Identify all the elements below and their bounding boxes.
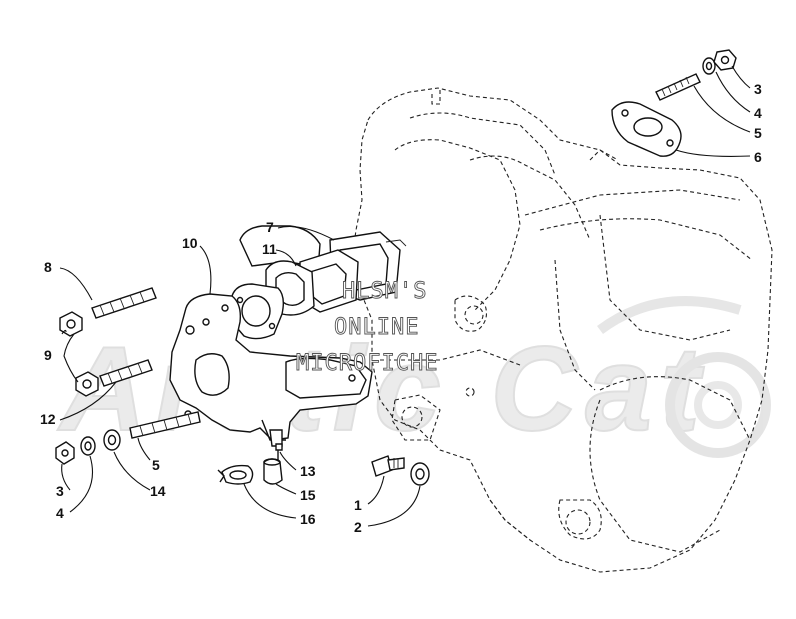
watermark-line-2: ONLINE: [334, 315, 419, 340]
screw-1: [371, 455, 405, 477]
watermark-line-3: MICROFICHE: [296, 351, 438, 376]
stud-12: [99, 359, 153, 387]
stud-5-left: [129, 411, 201, 439]
leader-lines: [59, 65, 751, 527]
watermark-line-1: HLSM'S: [342, 279, 427, 304]
intake-boots: [231, 225, 407, 340]
hose-15: [263, 458, 283, 485]
callout-6: 6: [754, 149, 762, 165]
callout-2: 2: [354, 519, 362, 535]
callout-5-left: 5: [152, 457, 160, 473]
washer-top: [702, 57, 716, 75]
callout-13: 13: [300, 463, 316, 479]
callout-4-top: 4: [754, 105, 762, 121]
watermark-text: HLSM'S ONLINE MICROFICHE: [296, 279, 438, 377]
washer-2: [410, 462, 430, 486]
exhaust-gasket: [611, 101, 682, 157]
callout-11: 11: [262, 241, 277, 257]
callout-1: 1: [354, 497, 362, 513]
callout-16: 16: [300, 511, 316, 527]
watermark-logo-text: Arctic Cat: [57, 322, 705, 456]
callout-12: 12: [40, 411, 56, 427]
callout-3-left: 3: [56, 483, 64, 499]
stud-top: [655, 73, 701, 101]
callout-labels: 3 4 5 6 7 11 8 10 9 12 5 3 4 14 13 15 16…: [40, 81, 762, 535]
callout-14: 14: [150, 483, 166, 499]
callout-10: 10: [182, 235, 198, 251]
stud-8: [91, 287, 157, 319]
callout-15: 15: [300, 487, 316, 503]
washer-14: [103, 429, 121, 451]
watermark-logo: Arctic Cat: [56, 296, 771, 458]
callout-9: 9: [44, 347, 52, 363]
callout-7: 7: [266, 219, 274, 235]
intake-manifold: [169, 293, 373, 447]
nut-9-lower: [75, 371, 99, 397]
callout-8: 8: [44, 259, 52, 275]
engine-block: [351, 87, 773, 573]
nut-3-left: [55, 441, 75, 465]
lockwasher-4-left: [80, 436, 96, 456]
callout-4-left: 4: [56, 505, 64, 521]
callout-5-top: 5: [754, 125, 762, 141]
clamp-16: [217, 464, 254, 485]
callout-3-top: 3: [754, 81, 762, 97]
